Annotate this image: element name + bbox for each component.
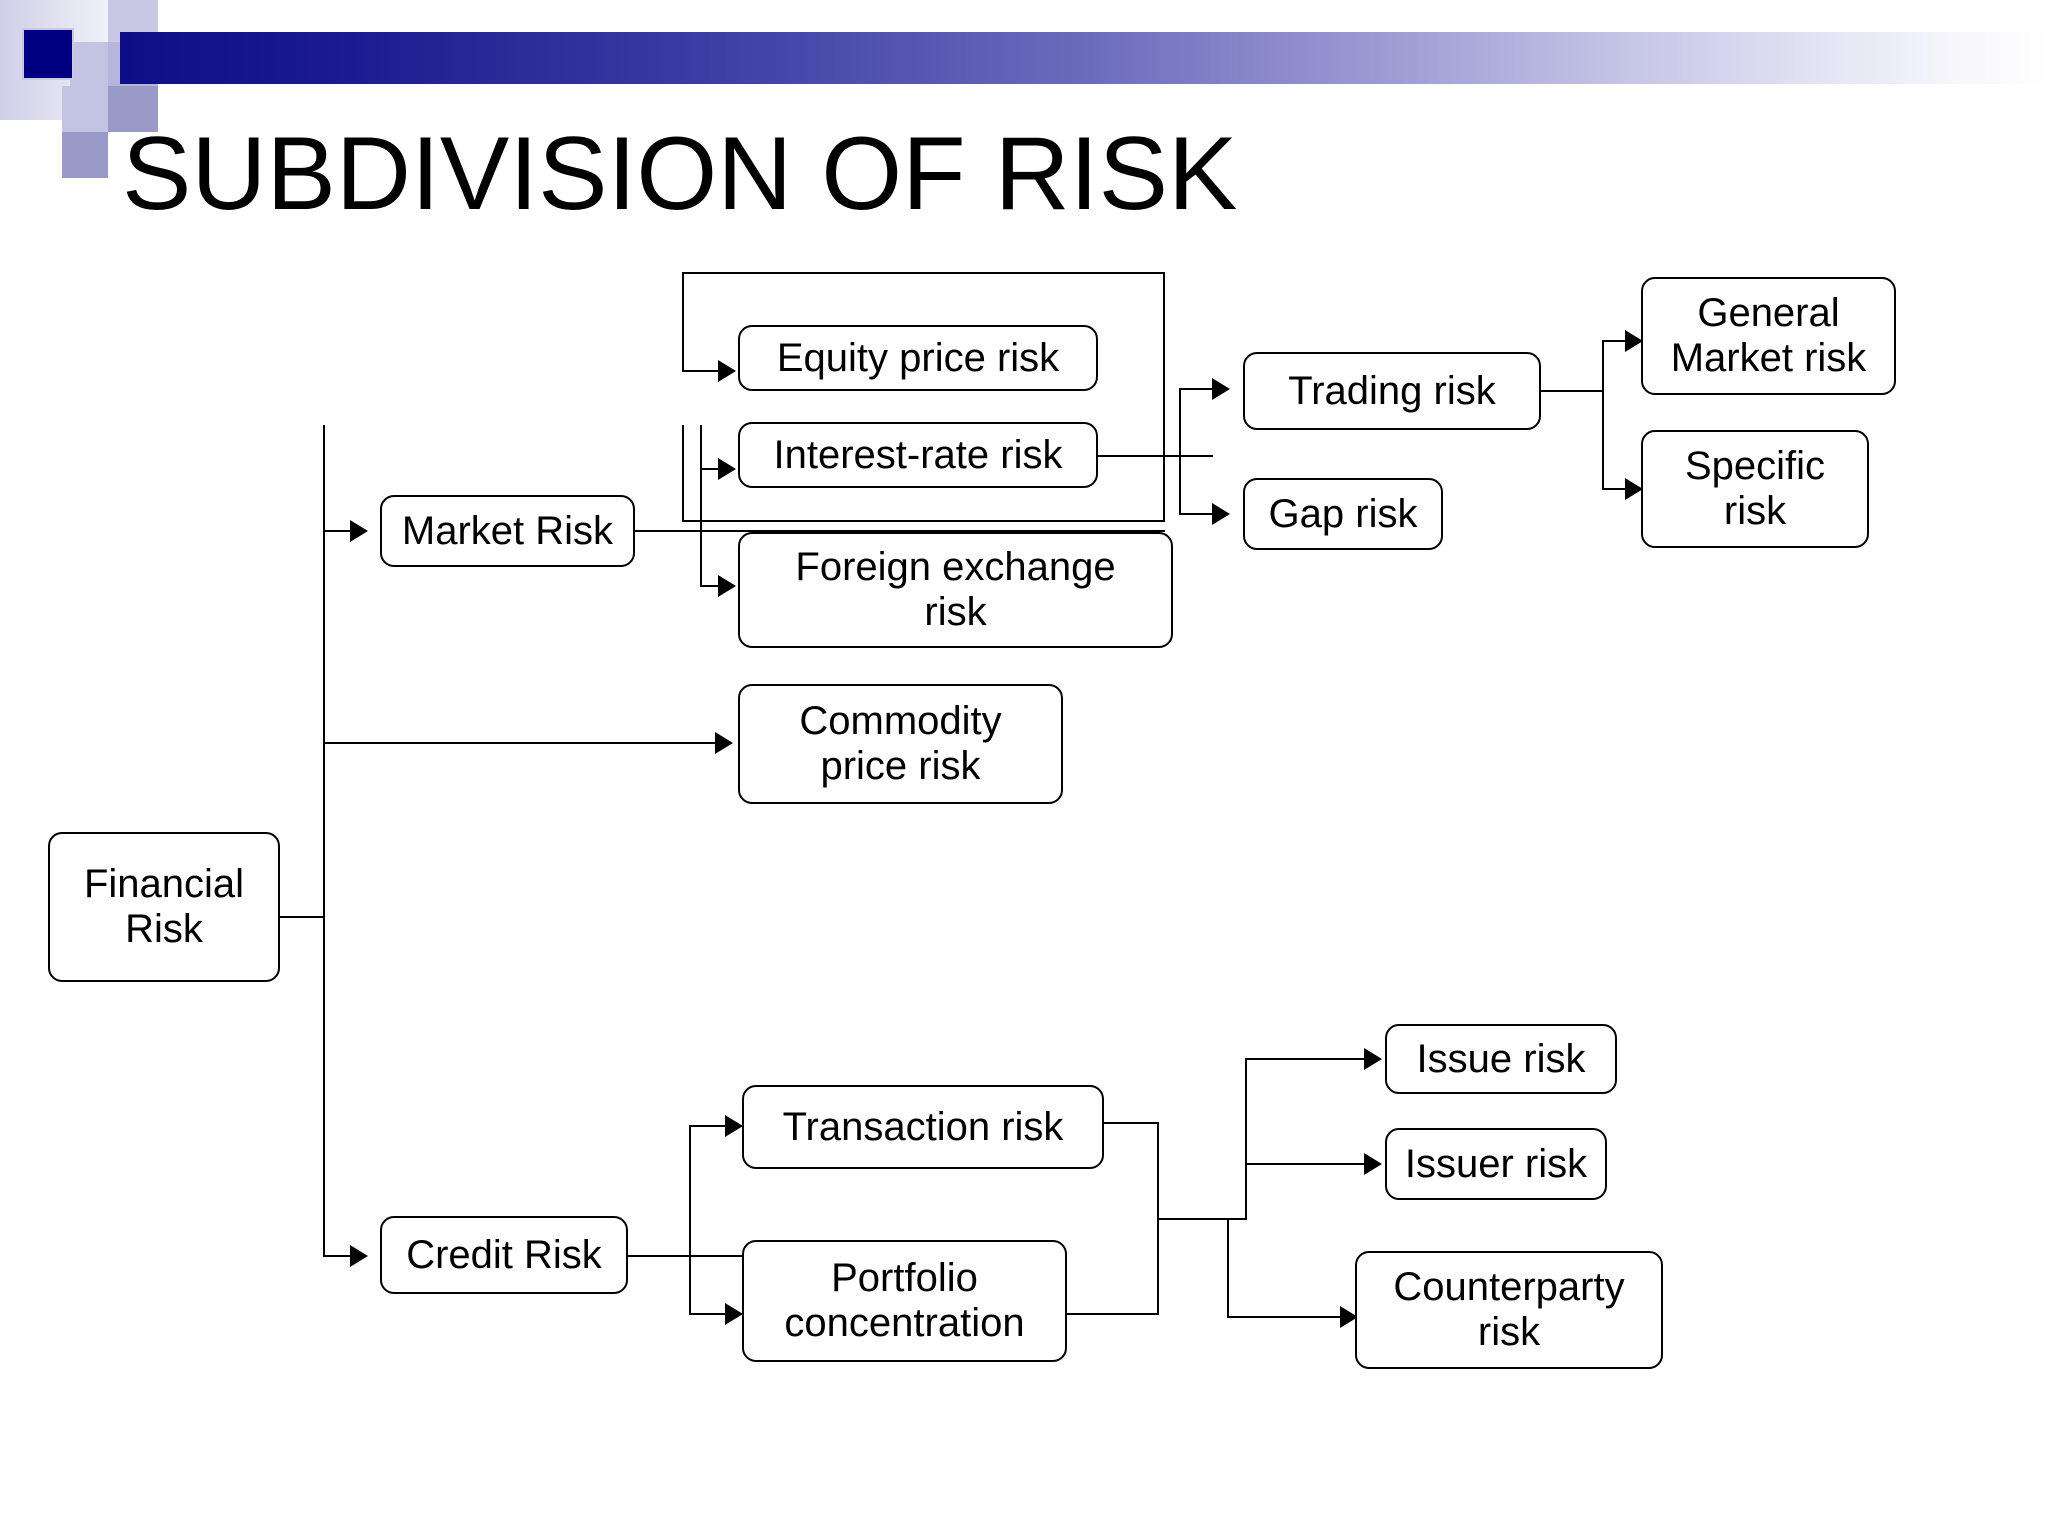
edge-trading-right-stub	[1541, 390, 1604, 392]
node-financial-risk[interactable]: Financial Risk	[48, 832, 280, 982]
arrowhead-portfolio-concentration	[725, 1303, 743, 1325]
edge-portfolio-join-bottom	[1067, 1313, 1159, 1315]
arrowhead-transaction-risk	[725, 1115, 743, 1137]
route-rect-bottom	[682, 520, 1165, 522]
page-title: SUBDIVISION OF RISK	[122, 116, 1238, 232]
node-market-risk[interactable]: Market Risk	[380, 495, 635, 567]
edge-general-specific-spine	[1602, 340, 1604, 490]
edge-to-trading-risk	[1179, 388, 1224, 390]
node-foreign-exchange-risk[interactable]: Foreign exchange risk	[738, 532, 1173, 648]
edge-credit-children-spine	[689, 1125, 691, 1315]
route-rect-left	[682, 272, 684, 371]
edge-market-right-stub	[635, 530, 1165, 532]
edge-to-foreign-exchange-risk	[700, 585, 730, 587]
edge-to-interest-rate-risk	[700, 468, 730, 470]
route-rect-left-lower	[682, 425, 684, 520]
edge-interest-to-spine	[1098, 455, 1213, 457]
arrowhead-credit-risk	[350, 1245, 368, 1267]
route-rect-top	[682, 272, 1165, 274]
edge-to-issue-risk	[1245, 1058, 1375, 1060]
edge-issue-distributor	[1245, 1058, 1247, 1218]
edge-to-issuer-risk	[1245, 1163, 1375, 1165]
edge-financial-trunk-v	[323, 425, 325, 1255]
arrowhead-foreign-exchange-risk	[718, 575, 736, 597]
arrowhead-trading-risk	[1212, 378, 1230, 400]
node-commodity-price-risk[interactable]: Commodity price risk	[738, 684, 1063, 804]
edge-to-transaction-risk	[689, 1125, 739, 1127]
edge-transaction-join-top	[1104, 1122, 1159, 1124]
node-general-market-risk[interactable]: General Market risk	[1641, 277, 1896, 395]
node-credit-risk[interactable]: Credit Risk	[380, 1216, 628, 1294]
edge-credit-join-out	[1157, 1218, 1247, 1220]
node-counterparty-risk[interactable]: Counterparty risk	[1355, 1251, 1663, 1369]
edge-to-portfolio-concentration	[689, 1313, 739, 1315]
node-issue-risk[interactable]: Issue risk	[1385, 1024, 1617, 1094]
edge-to-equity-price-risk	[682, 370, 730, 372]
edge-to-gap-risk	[1179, 513, 1224, 515]
node-equity-price-risk[interactable]: Equity price risk	[738, 325, 1098, 391]
arrowhead-interest-rate-risk	[718, 458, 736, 480]
edge-to-market-risk	[323, 530, 353, 532]
edge-to-specific-risk	[1602, 488, 1637, 490]
edge-to-commodity-price-risk	[323, 742, 718, 744]
node-trading-risk[interactable]: Trading risk	[1243, 352, 1541, 430]
node-gap-risk[interactable]: Gap risk	[1243, 478, 1443, 550]
edge-fx-drop	[700, 530, 702, 585]
edge-market-children-spine	[700, 425, 702, 585]
arrowhead-specific-risk	[1625, 478, 1643, 500]
node-specific-risk[interactable]: Specific risk	[1641, 430, 1869, 548]
arrowhead-counterparty-risk	[1340, 1306, 1358, 1328]
edge-counterparty-distributor	[1227, 1218, 1229, 1318]
edge-financial-trunk-h	[280, 916, 325, 918]
node-transaction-risk[interactable]: Transaction risk	[742, 1085, 1104, 1169]
edge-to-general-market-risk	[1602, 340, 1637, 342]
arrowhead-commodity-price-risk	[715, 732, 733, 754]
edge-to-counterparty-risk	[1227, 1316, 1352, 1318]
node-interest-rate-risk[interactable]: Interest-rate risk	[738, 422, 1098, 488]
node-portfolio-concentration[interactable]: Portfolio concentration	[742, 1240, 1067, 1362]
route-rect-right	[1163, 272, 1165, 522]
node-issuer-risk[interactable]: Issuer risk	[1385, 1128, 1607, 1200]
arrowhead-market-risk	[350, 520, 368, 542]
edge-trading-gap-spine	[1179, 388, 1181, 515]
arrowhead-issuer-risk	[1364, 1153, 1382, 1175]
edge-to-credit-risk	[323, 1255, 353, 1257]
arrowhead-issue-risk	[1364, 1048, 1382, 1070]
arrowhead-equity-price-risk	[718, 360, 736, 382]
arrowhead-general-market-risk	[1625, 330, 1643, 352]
arrowhead-gap-risk	[1212, 503, 1230, 525]
